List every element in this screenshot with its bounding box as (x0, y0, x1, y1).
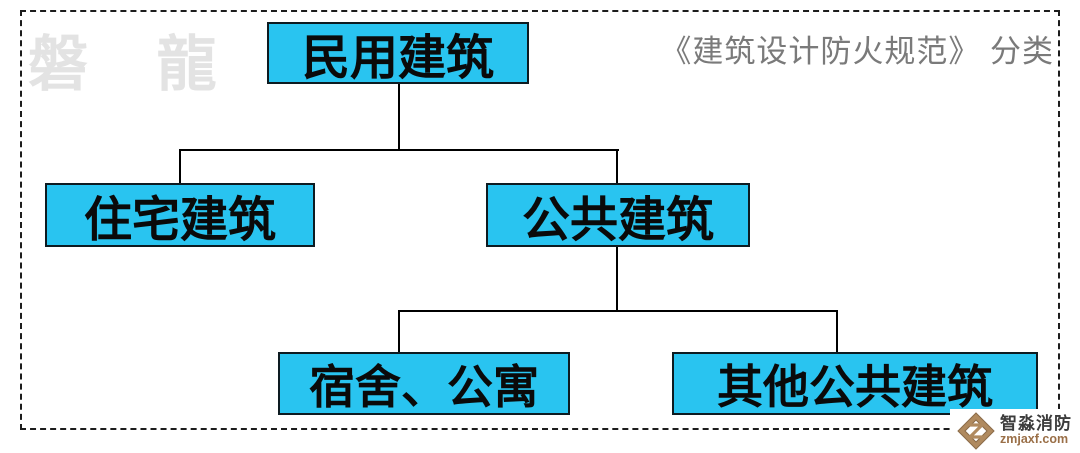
watermark-text: 磐 龍 (28, 31, 243, 98)
logo-website: zmjaxf.com (1000, 432, 1069, 447)
brand-logo: 智淼消防 zmjaxf.com (950, 409, 1076, 453)
connector-level2-horizontal (398, 310, 838, 312)
node-civil-building: 民用建筑 (267, 22, 529, 85)
dashed-border-frame (20, 10, 1060, 430)
connector-level1-horizontal (179, 149, 619, 151)
logo-company-name: 智淼消防 (1000, 413, 1072, 433)
diamond-z-logo-icon (956, 411, 996, 451)
connector-root-down (398, 84, 400, 150)
connector-to-dormitory (398, 311, 400, 353)
node-other-public-building: 其他公共建筑 (672, 352, 1038, 415)
node-public-building: 公共建筑 (486, 183, 750, 247)
diagram-title: 《建筑设计防火规范》 分类 (660, 34, 1054, 69)
connector-to-residential (179, 150, 181, 184)
connector-public-down (616, 247, 618, 311)
node-dormitory-apartment: 宿舍、公寓 (278, 352, 570, 415)
connector-to-other-public (836, 311, 838, 353)
node-residential-building: 住宅建筑 (45, 183, 315, 247)
connector-to-public (616, 150, 618, 184)
